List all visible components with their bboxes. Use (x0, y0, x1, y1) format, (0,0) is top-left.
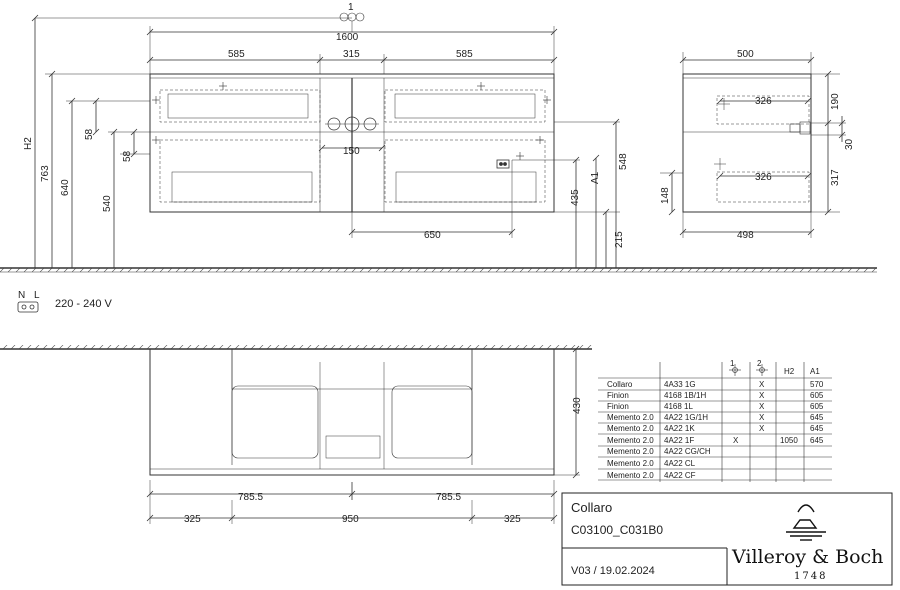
height-215-label: 215 (614, 231, 625, 248)
spec-table (598, 362, 832, 482)
side-width-bottom-label: 498 (737, 230, 754, 241)
height-435-label: 435 (570, 189, 581, 206)
table-col-h2: H2 (784, 367, 795, 376)
table-col-a1: A1 (810, 367, 820, 376)
row-3-code: 4A22 1G/1H (664, 413, 708, 422)
side-view-labels: 500 326 326 190 30 317 148 498 (660, 49, 855, 241)
row-1-name: Finion (607, 391, 629, 400)
row-0-c2: X (759, 380, 765, 389)
width-mid-label: 315 (343, 49, 360, 60)
height-548-label: 548 (618, 153, 629, 170)
inner-326-bottom-label: 326 (755, 172, 772, 183)
seg-right-label: 325 (504, 514, 521, 525)
width-650-label: 650 (424, 230, 441, 241)
row-8-code: 4A22 CF (664, 471, 696, 480)
row-8-name: Memento 2.0 (607, 471, 654, 480)
row-5-name: Memento 2.0 (607, 436, 654, 445)
plus-marker-2-icon (756, 364, 768, 376)
dim-58-b-label: 58 (122, 150, 133, 162)
row-0-code: 4A33 1G (664, 380, 696, 389)
version-date: V03 / 19.02.2024 (571, 565, 655, 577)
vanity-side-outline (682, 73, 812, 213)
row-4-a1: 645 (810, 424, 824, 433)
seg-left-label: 325 (184, 514, 201, 525)
product-name: Collaro (571, 500, 612, 515)
table-col-2: 2 (757, 359, 762, 368)
seg-mid-label: 950 (342, 514, 359, 525)
brand-logo-icon (786, 504, 826, 541)
row-4-code: 4A22 1K (664, 424, 695, 433)
front-view-labels: 1 1600 585 315 585 H2 763 640 540 58 58 … (23, 2, 629, 248)
front-view (0, 12, 877, 273)
row-2-code: 4168 1L (664, 402, 693, 411)
voltage-label: 220 - 240 V (55, 298, 113, 310)
vanity-plan-outline (149, 348, 555, 476)
row-1-code: 4168 1B/1H (664, 391, 706, 400)
row-2-c2: X (759, 402, 765, 411)
row-3-name: Memento 2.0 (607, 413, 654, 422)
plan-view-labels: 430 785.5 785.5 325 950 325 (184, 397, 583, 525)
total-width-label: 1600 (336, 32, 359, 43)
dim-317-label: 317 (830, 169, 841, 186)
h2-label: H2 (23, 137, 34, 150)
neutral-label: N (18, 290, 25, 301)
row-5-code: 4A22 1F (664, 436, 694, 445)
marker-1-label: 1 (348, 2, 354, 13)
plan-view (0, 345, 592, 524)
spec-table-labels: 1 2 H2 A1 Collaro 4A33 1G X 570 Finion 4… (607, 359, 824, 480)
socket-icon (496, 159, 510, 169)
article-number: C03100_C031B0 (571, 523, 663, 537)
side-view (660, 52, 846, 238)
height-540-label: 540 (102, 195, 113, 212)
row-1-a1: 605 (810, 391, 824, 400)
half-left-label: 785.5 (238, 492, 263, 503)
half-right-label: 785.5 (436, 492, 461, 503)
dim-58-a-label: 58 (84, 128, 95, 140)
dim-190-label: 190 (830, 93, 841, 110)
row-5-a1: 645 (810, 436, 824, 445)
title-block-text: Collaro C03100_C031B0 V03 / 19.02.2024 V… (571, 500, 883, 582)
row-4-name: Memento 2.0 (607, 424, 654, 433)
plus-marker-1-icon (729, 364, 741, 376)
row-2-name: Finion (607, 402, 629, 411)
brand-year: 1748 (794, 571, 827, 582)
row-5-c1: X (733, 436, 739, 445)
line-label: L (34, 290, 40, 301)
row-0-a1: 570 (810, 380, 824, 389)
electrical-info: N L 220 - 240 V (17, 290, 113, 313)
brand-name: Villeroy & Boch (731, 546, 883, 568)
height-763-label: 763 (40, 165, 51, 182)
row-1-c2: X (759, 391, 765, 400)
title-block (561, 492, 893, 586)
width-right-label: 585 (456, 49, 473, 60)
height-640-label: 640 (60, 179, 71, 196)
row-4-c2: X (759, 424, 765, 433)
width-left-label: 585 (228, 49, 245, 60)
height-a1-label: A1 (590, 171, 601, 184)
row-2-a1: 605 (810, 402, 824, 411)
height-430-label: 430 (572, 397, 583, 414)
socket-symbol-icon (17, 301, 39, 313)
row-7-code: 4A22 CL (664, 459, 696, 468)
dim-148-label: 148 (660, 187, 671, 204)
row-0-name: Collaro (607, 380, 633, 389)
row-6-name: Memento 2.0 (607, 447, 654, 456)
table-col-1: 1 (730, 359, 735, 368)
gap-150-label: 150 (343, 146, 360, 157)
row-5-h2: 1050 (780, 436, 798, 445)
row-3-a1: 645 (810, 413, 824, 422)
row-6-code: 4A22 CG/CH (664, 447, 711, 456)
dim-30-label: 30 (844, 138, 855, 150)
row-7-name: Memento 2.0 (607, 459, 654, 468)
row-3-c2: X (759, 413, 765, 422)
side-width-top-label: 500 (737, 49, 754, 60)
inner-326-top-label: 326 (755, 96, 772, 107)
